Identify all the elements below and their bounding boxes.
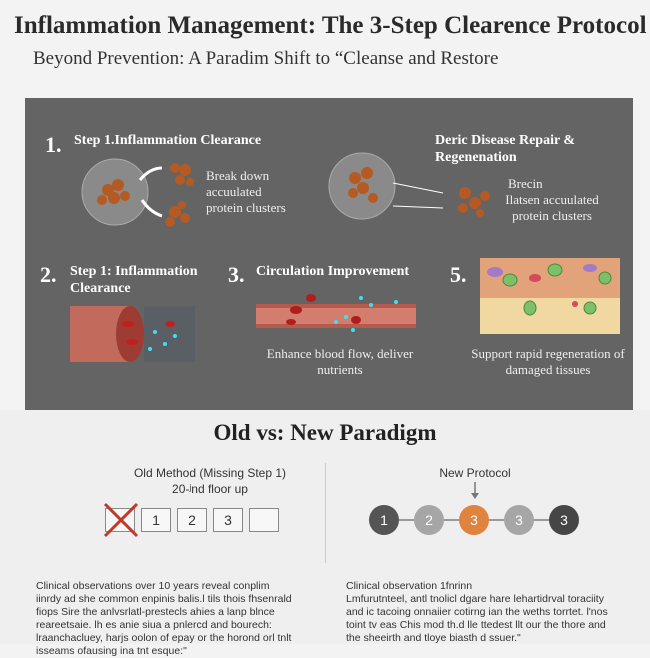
step1-title: Step 1.Inflammation Clearance — [74, 133, 262, 148]
blood-vessel-illustration — [70, 306, 195, 362]
step3-description: Enhance blood flow, deliver nutrients — [266, 346, 414, 377]
step1-number: 1. — [45, 132, 62, 157]
step5-description: Support rapid regeneration of damaged ti… — [471, 346, 625, 377]
step1-description: Break down accuulated protein clusters — [206, 168, 286, 215]
comparison-divider — [325, 463, 326, 563]
new-protocol-step: 1 — [369, 505, 399, 535]
old-method-sublabel: 20-ʲnd floor up — [172, 482, 248, 496]
page-title: Inflammation Management: The 3-Step Clea… — [14, 12, 647, 39]
step3-number: 3. — [228, 262, 245, 287]
step2-number: 2. — [40, 262, 57, 287]
new-protocol-label: New Protocol — [439, 466, 511, 480]
step3-title: Circulation Improvement — [256, 264, 410, 279]
repair-desc-line2: Ilatsen accuulated — [505, 192, 599, 207]
repair-title: Deric Disease Repair & Regenenation — [435, 133, 576, 165]
repair-cluster-illustration — [328, 152, 490, 220]
clinical-note-right-title: Clinical observation 1fnrinn — [346, 580, 473, 592]
tissue-regeneration-illustration — [480, 258, 620, 334]
comparison-title: Old vs: New Paradigm — [213, 420, 437, 445]
old-step-box: 3 — [213, 508, 243, 532]
step2-title: Step 1: Inflammation Clearance — [70, 264, 198, 296]
new-protocol-step: 3 — [459, 505, 489, 535]
new-protocol-step: 3 — [549, 505, 579, 535]
new-protocol-step: 2 — [414, 505, 444, 535]
repair-description: Brecin Ilatsen accuulated protein cluste… — [482, 176, 622, 224]
cross-icon — [103, 502, 139, 538]
repair-desc-line1: Brecin — [508, 176, 543, 191]
arrow-down-icon — [471, 482, 479, 499]
page-subtitle: Beyond Prevention: A Paradim Shift to “C… — [33, 48, 499, 69]
old-method: Old Method (Missing Step 1) 20-ʲnd floor… — [110, 465, 310, 497]
step5-number: 5. — [450, 262, 467, 287]
clinical-note-left: Clinical observations over 10 years reve… — [36, 580, 292, 657]
old-step-box: 1 — [141, 508, 171, 532]
old-step-box-missing — [103, 502, 139, 538]
circulation-illustration — [256, 294, 416, 332]
repair-desc-line3: protein clusters — [512, 208, 592, 223]
old-step-box: 2 — [177, 508, 207, 532]
old-step-box — [249, 508, 279, 532]
clinical-note-right-body: Lmfurutnteel, antl tnolicl dgare hare le… — [346, 593, 608, 644]
old-method-steps: 1 2 3 — [103, 502, 279, 538]
protein-cluster-illustration — [81, 158, 194, 227]
clinical-note-right: Clinical observation 1fnrinn Lmfurutntee… — [346, 580, 621, 645]
old-method-label: Old Method (Missing Step 1) — [133, 466, 287, 480]
new-protocol-step: 3 — [504, 505, 534, 535]
